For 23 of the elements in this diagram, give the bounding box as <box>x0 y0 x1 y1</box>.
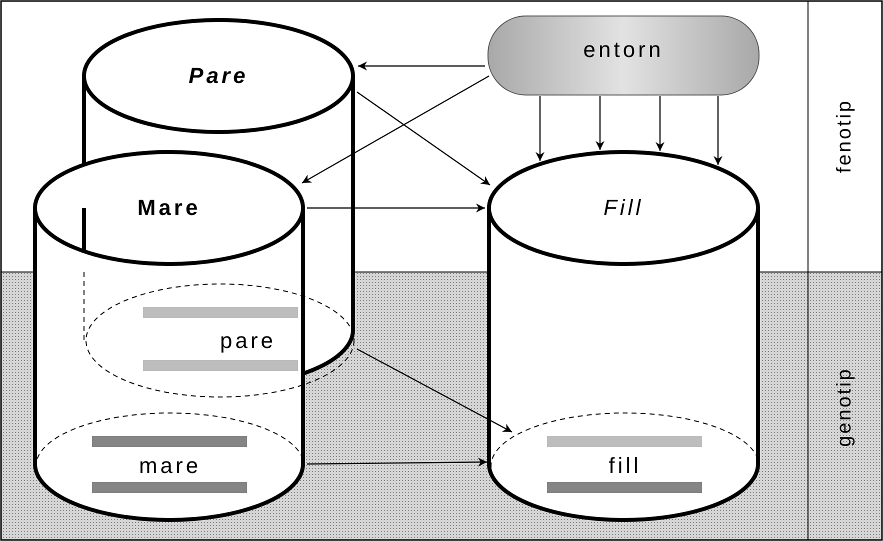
cylinder <box>33 150 305 522</box>
arrow <box>358 62 485 70</box>
cylinder <box>487 150 760 522</box>
dashed-ellipse <box>85 283 355 398</box>
arrow <box>536 96 544 161</box>
arrow <box>596 96 604 150</box>
band-label: genotip <box>834 367 856 447</box>
gene-label: fill <box>608 453 642 479</box>
node-title: Fill <box>603 195 644 221</box>
arrow <box>656 96 664 151</box>
arrow <box>356 92 490 186</box>
node <box>82 18 355 134</box>
arrow <box>307 458 487 467</box>
band-label: fenotip <box>834 98 856 174</box>
node-title: Mare <box>137 195 201 221</box>
arrow <box>356 348 512 433</box>
node-label: entorn <box>583 36 664 62</box>
arrow <box>302 75 490 184</box>
node-title: Pare <box>188 63 248 89</box>
gene-label: pare <box>220 328 276 354</box>
gene-label: mare <box>138 453 202 479</box>
arrow <box>714 96 722 165</box>
arrow <box>307 204 485 212</box>
